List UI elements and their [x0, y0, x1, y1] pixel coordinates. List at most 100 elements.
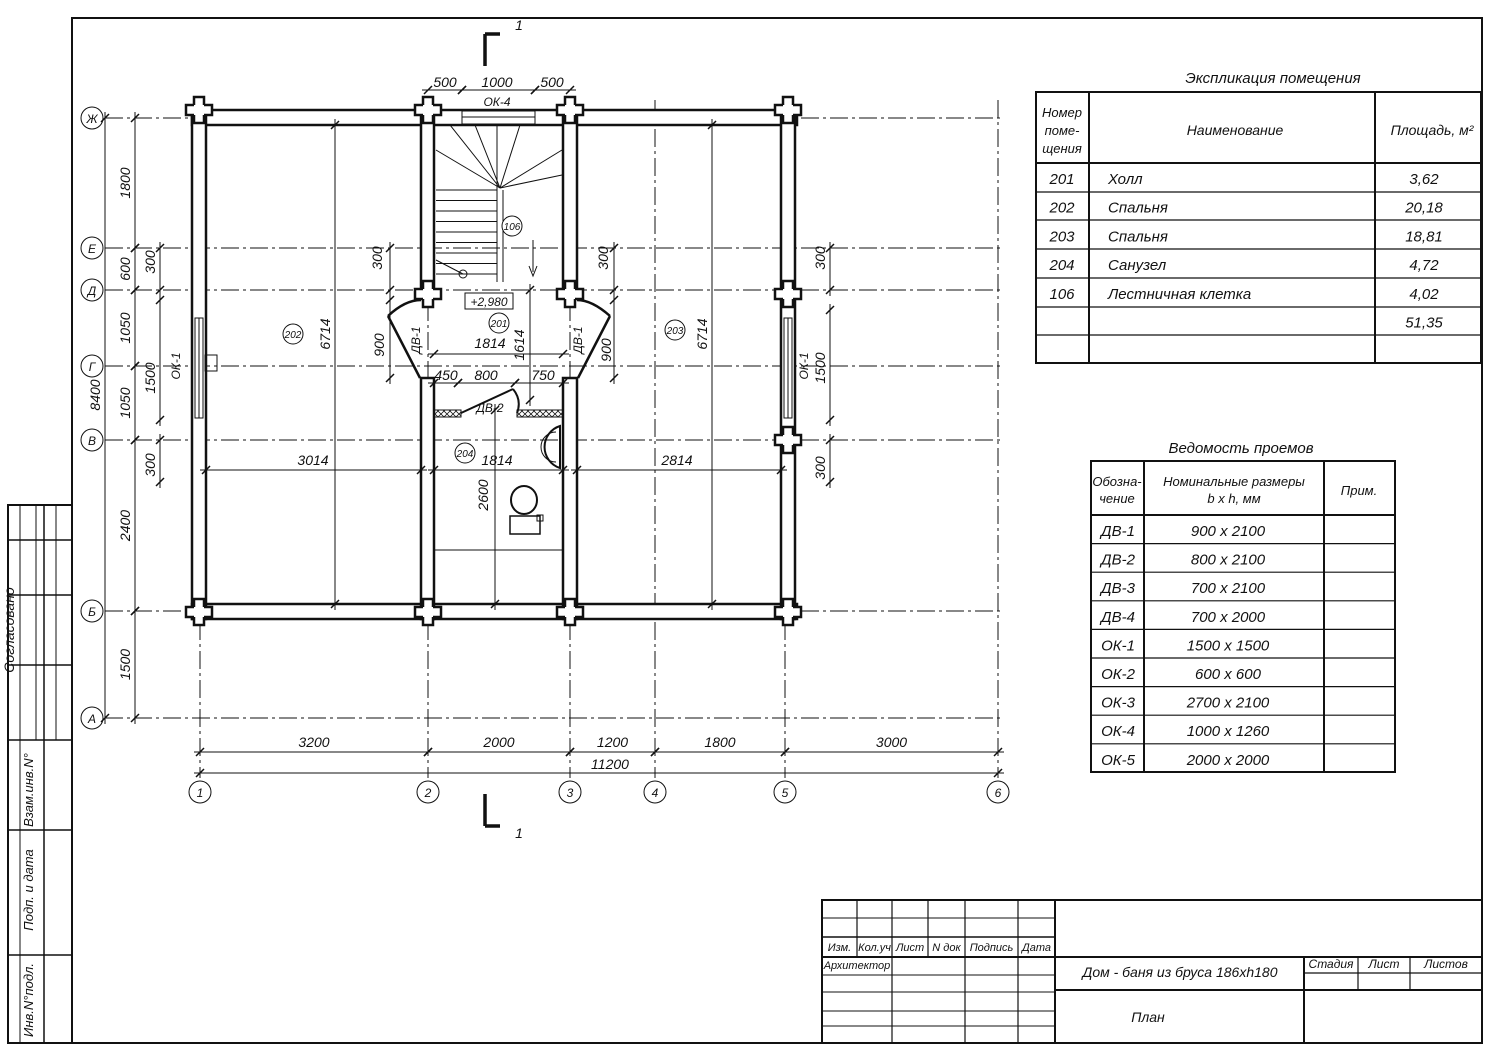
dim-tick [609, 243, 619, 253]
log-end [565, 281, 575, 307]
dim-label: 600 [117, 257, 133, 281]
dim-tick [609, 285, 619, 295]
dim-tick [155, 435, 165, 445]
log-end [194, 599, 204, 625]
log-end [421, 279, 435, 309]
dim-tick [130, 361, 140, 371]
axis-bubble [188, 780, 212, 804]
axis-bubble [558, 780, 582, 804]
door-dv2 [460, 388, 520, 414]
dim-label: 900 [371, 333, 387, 357]
wall [419, 376, 436, 621]
log-end [783, 599, 793, 625]
title-col-label: Лист [895, 942, 924, 954]
openings-border [1090, 460, 1396, 773]
label: Номер [1042, 105, 1082, 120]
winder-line [435, 149, 501, 189]
axis-bubble [643, 780, 667, 804]
dim-tick [530, 85, 540, 95]
dim-tick [776, 465, 786, 475]
dim-tick [525, 395, 535, 405]
dim-tick [525, 285, 535, 295]
dim-tick [565, 747, 575, 757]
dim-tick [825, 435, 835, 445]
opening-code-cell: ОК-5 [1101, 752, 1136, 769]
axis-bubble [80, 599, 104, 623]
axis-letter: А [87, 712, 96, 726]
opening-code-cell: ОК-2 [1101, 666, 1136, 683]
room-tag [501, 215, 523, 237]
dim-tick [650, 747, 660, 757]
room-number-cell: 203 [1048, 228, 1075, 245]
log-end [783, 281, 793, 307]
opening-code-cell: ОК-3 [1101, 695, 1136, 712]
dim-label: 300 [595, 246, 611, 270]
toilet-tank [509, 515, 541, 535]
axis-letter: В [88, 434, 96, 448]
dim-label: 2400 [117, 510, 133, 542]
dim-label: 450 [434, 367, 458, 383]
dim-tick [453, 378, 463, 388]
dim-tick [330, 599, 340, 609]
dim-tick [558, 349, 568, 359]
title-col-label: Дата [1020, 942, 1051, 954]
partition [433, 409, 462, 418]
dim-label: 750 [531, 367, 555, 383]
stamp-replace-inv: Взам.инв.N° [21, 753, 36, 827]
stamp-inv-orig: Инв.N°подл. [21, 963, 36, 1037]
room-number: 203 [666, 326, 684, 337]
dim-tick [825, 285, 835, 295]
door-dv1-left [386, 298, 422, 379]
explication-title: Экспликация помещения [1185, 70, 1360, 87]
dim-label: 1800 [704, 734, 735, 750]
side-stamp [7, 504, 73, 1044]
axis-bubble [773, 780, 797, 804]
dim-label: 8400 [87, 379, 103, 410]
axis-letter: Е [88, 242, 97, 256]
label: b x h, мм [1207, 491, 1260, 506]
log-end [783, 97, 793, 123]
axis-bubble [80, 278, 104, 302]
sheet-frame [71, 17, 1483, 1044]
label: Прим. [1341, 483, 1377, 498]
dim-tick [155, 285, 165, 295]
label: Площадь, м² [1391, 122, 1475, 138]
dim-label: 500 [540, 74, 564, 90]
stamp-agreed: Согласовано [1, 587, 17, 673]
winder-line [449, 124, 501, 189]
winder-line [499, 124, 521, 189]
dim-label: 1500 [812, 352, 828, 383]
dim-label: 300 [142, 453, 158, 477]
dim-tick [609, 373, 619, 383]
axis-letter: Г [89, 360, 97, 374]
toilet-button [536, 514, 544, 522]
explication-border [1035, 91, 1482, 364]
opening-size-cell: 2700 x 2100 [1186, 695, 1270, 712]
dim-label: 6714 [694, 318, 710, 349]
dim-tick [130, 713, 140, 723]
log-end [783, 427, 793, 453]
room-name-cell: Спальня [1108, 228, 1168, 245]
shower-fixture [543, 424, 561, 470]
dim-tick [155, 243, 165, 253]
winder-line [474, 124, 501, 189]
axis-number: 5 [782, 786, 789, 800]
axis-bubble [416, 780, 440, 804]
dim-tick [558, 465, 568, 475]
dim-tick [385, 373, 395, 383]
label: Наименование [1187, 122, 1284, 138]
room-tag [454, 442, 476, 464]
window-ok1-label: ОК-1 [797, 352, 811, 379]
dim-tick [490, 405, 500, 415]
toilet-bowl [510, 485, 538, 515]
walls [184, 95, 803, 627]
axis-number: 3 [567, 786, 574, 800]
dim-tick [100, 113, 110, 123]
stair-arrow-head [528, 265, 538, 278]
dim-tick [130, 113, 140, 123]
log-end [192, 95, 206, 125]
opening-size-cell: 700 x 2000 [1191, 609, 1266, 626]
room-area-cell: 18,81 [1405, 228, 1443, 245]
section-label: 1 [515, 825, 523, 841]
dim-tick [423, 747, 433, 757]
